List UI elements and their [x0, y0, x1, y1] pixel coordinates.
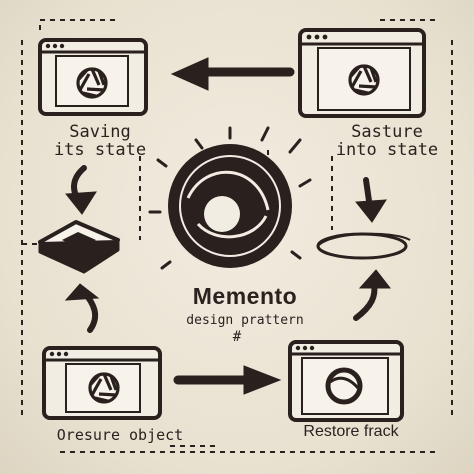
label-line: Sasture — [351, 122, 423, 142]
chip-icon — [38, 220, 120, 274]
label-oresure-object: Oresure object — [56, 426, 184, 444]
window-top-left — [38, 38, 148, 116]
hash-mark: # — [232, 329, 242, 345]
center-logo — [148, 126, 312, 270]
label-line: into state — [335, 139, 439, 160]
label-line: Saving — [69, 122, 131, 142]
restore-logo-icon — [325, 367, 363, 405]
ellipse-icon — [316, 232, 411, 260]
label-saving-its-state: Saving its state — [30, 122, 170, 160]
diagram-title: Memento — [192, 283, 298, 309]
label-line: its state — [53, 139, 147, 160]
label-restore-frack: Restore frack — [303, 423, 399, 440]
window-bottom-right — [288, 340, 404, 422]
window-bottom-left — [42, 346, 162, 420]
label-sasture-into-state: Sasture into state — [312, 122, 462, 160]
window-top-right — [298, 28, 426, 118]
arrows — [64, 57, 392, 395]
diagram-subtitle: design prattern — [186, 313, 304, 328]
dashed-connectors — [21, 19, 453, 453]
